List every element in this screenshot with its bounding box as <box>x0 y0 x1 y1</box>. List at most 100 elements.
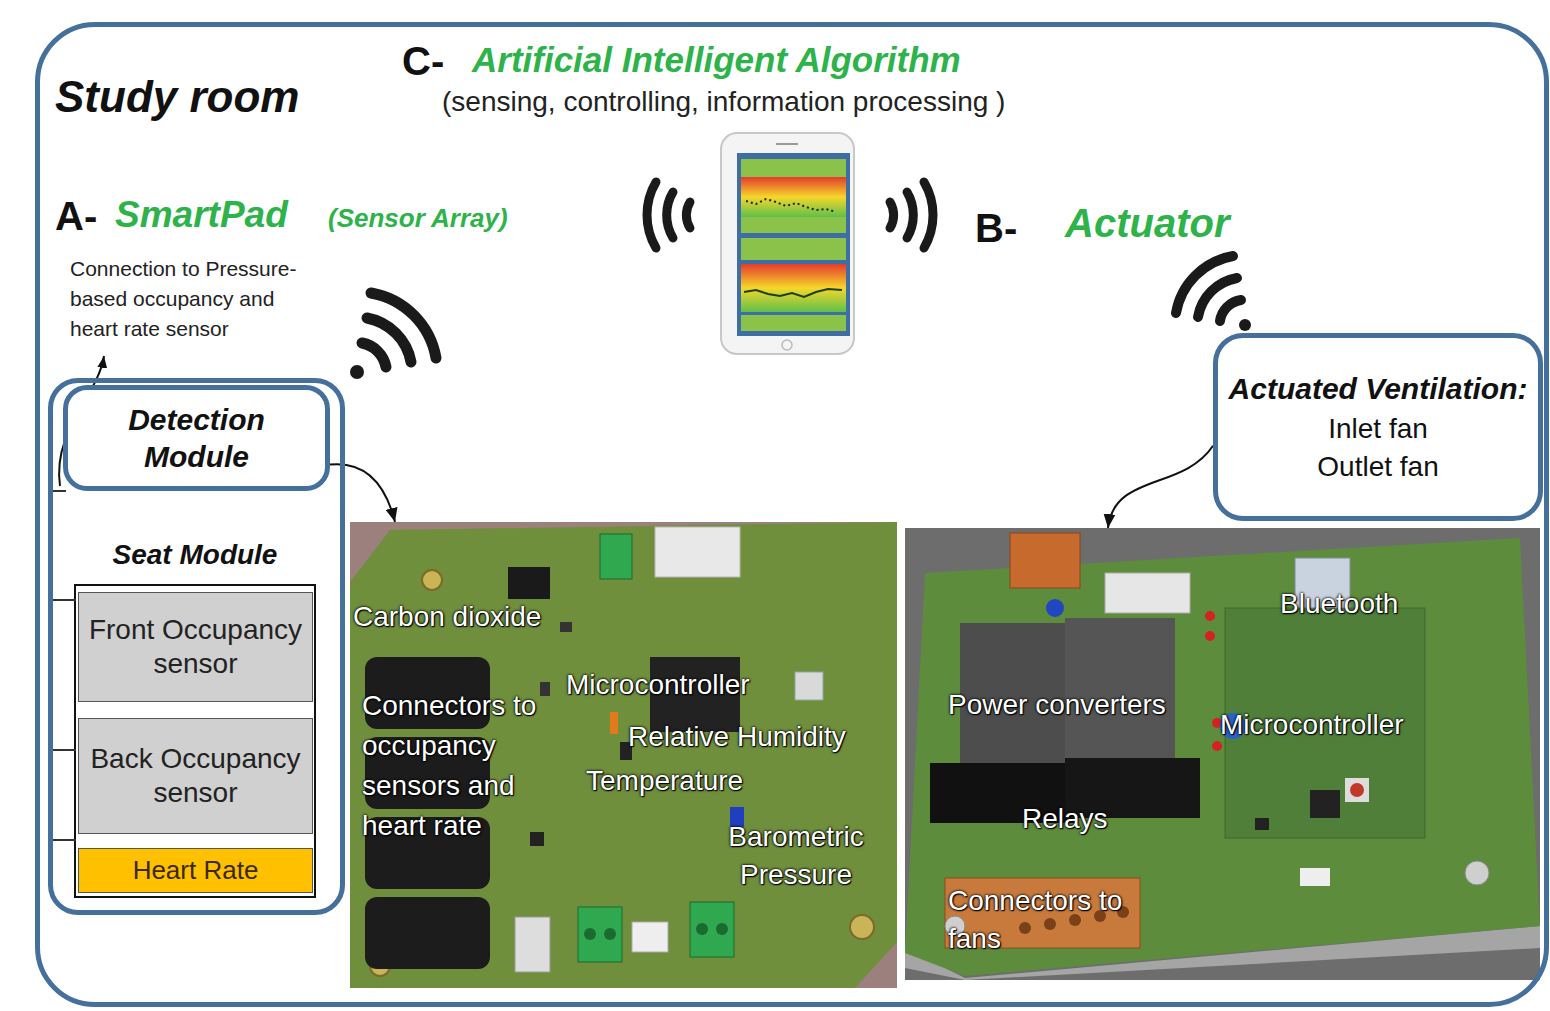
room-boundary: Study roomSeat Module Detection ModuleFro… <box>35 22 1549 1007</box>
seat-frame <box>75 585 315 897</box>
board-backdrop <box>905 528 1540 980</box>
wireless-arc <box>924 182 933 248</box>
wireless-symbol <box>1176 256 1251 331</box>
label-holder: Connection to Pressure-based occupancy a… <box>70 254 325 343</box>
screen-chart <box>741 264 846 312</box>
node-text: Carbon dioxide <box>353 598 541 636</box>
text-holder: Relays <box>1022 800 1108 838</box>
module-panel: Seat Module Detection ModuleFront Occupan… <box>48 378 345 915</box>
phone-body <box>721 133 854 354</box>
button <box>632 922 668 952</box>
board-panel: BluetoothPower convertersMicrocontroller… <box>905 528 1540 980</box>
wireless-arc <box>890 202 894 228</box>
screen-chart <box>741 177 846 217</box>
node-text: Barometric Pressure <box>706 818 886 894</box>
sensor-box: Back Occupancy sensor <box>78 718 313 834</box>
chart-line <box>746 199 836 212</box>
text-holder: Connectors to occupancy sensors and hear… <box>362 686 540 846</box>
text-holder: Bluetooth <box>1280 585 1398 623</box>
label-text: A- <box>55 193 97 239</box>
sensor-board <box>350 522 897 988</box>
component <box>1255 818 1269 830</box>
wireless-arc <box>362 343 386 367</box>
component <box>540 682 550 696</box>
connector-arrow <box>330 464 395 522</box>
text-holder: Seat Module <box>80 538 310 572</box>
component <box>560 622 572 632</box>
text-holder: Connectors to fans <box>948 882 1153 958</box>
terminal-block <box>578 907 622 962</box>
text-holder: Microcontroller <box>1220 706 1404 744</box>
wireless-dot <box>1239 319 1251 331</box>
node-text: Back Occupancy sensor <box>85 742 306 809</box>
terminal-hole <box>696 923 708 935</box>
component <box>530 832 544 846</box>
node-text: Microcontroller <box>566 666 750 704</box>
wireless-arc <box>686 202 690 228</box>
button <box>1345 778 1369 802</box>
label-text: C- <box>402 38 444 84</box>
screen-panel <box>741 159 846 233</box>
terminal-hole <box>1019 922 1031 934</box>
node-text: Connectors to occupancy sensors and hear… <box>362 686 540 846</box>
board-backdrop <box>350 522 897 988</box>
text-holder: Microcontroller <box>566 666 750 704</box>
button-cap <box>1350 783 1364 797</box>
sensor-box: Front Occupancy sensor <box>78 592 313 702</box>
wireless-arc <box>907 192 913 238</box>
board-panel: Carbon dioxideMicrocontrollerConnectors … <box>350 522 897 988</box>
wireless-arc <box>667 192 673 238</box>
wireless-symbol <box>647 182 933 248</box>
chart-line <box>744 289 842 297</box>
node-text: Microcontroller <box>1220 706 1404 744</box>
screen-panel <box>741 315 846 331</box>
wireless-arc <box>1176 256 1233 313</box>
header <box>655 527 740 577</box>
terminal-block <box>690 902 734 957</box>
tie-line <box>53 490 66 492</box>
terminal-hole <box>716 923 728 935</box>
terminal-hole <box>584 928 596 940</box>
wireless-arc <box>367 318 411 362</box>
co2-sensor <box>508 567 550 599</box>
text-holder: Temperature <box>586 762 743 800</box>
wireless-dot <box>350 365 364 379</box>
node-text: Study room <box>55 72 299 123</box>
wireless-arc <box>1198 278 1237 317</box>
tie-line <box>53 839 76 841</box>
node-text: Detection Module <box>74 401 319 476</box>
potentiometer <box>1046 599 1064 617</box>
power-converter <box>1065 618 1175 758</box>
humidity-sensor <box>795 672 823 700</box>
led <box>1212 741 1222 751</box>
connector-arrow <box>1108 446 1213 528</box>
module-box: Detection Module <box>63 385 330 491</box>
pcb <box>905 538 1540 976</box>
label-text: Connection to Pressure-based occupancy a… <box>70 254 325 343</box>
tie-line <box>53 749 76 751</box>
usb-port <box>515 917 550 972</box>
node-text: Seat Module <box>80 538 310 572</box>
node-text: Bluetooth <box>1280 585 1398 623</box>
phone-screen <box>737 153 850 336</box>
tie-line <box>53 599 76 601</box>
label-text: (sensing, controlling, information proce… <box>442 86 1005 118</box>
chip <box>1310 790 1340 818</box>
terminal-hole <box>1044 918 1056 930</box>
smartphone <box>721 133 854 354</box>
text-holder: Carbon dioxide <box>353 598 541 636</box>
wireless-symbol <box>350 293 436 379</box>
node-text: Relative Humidity <box>628 718 846 756</box>
mount-hole <box>422 570 442 590</box>
node-text: Front Occupancy sensor <box>85 613 306 680</box>
node-text: Temperature <box>586 762 743 800</box>
node-text: Connectors to fans <box>948 882 1153 958</box>
label-holder: (sensing, controlling, information proce… <box>442 86 1005 118</box>
node-text: Heart Rate <box>133 856 259 885</box>
label-holder: A- <box>55 193 97 239</box>
wireless-arc <box>1220 300 1241 321</box>
phone-speaker <box>776 143 798 145</box>
text-holder: Power converters <box>948 686 1166 724</box>
connector <box>365 897 490 969</box>
